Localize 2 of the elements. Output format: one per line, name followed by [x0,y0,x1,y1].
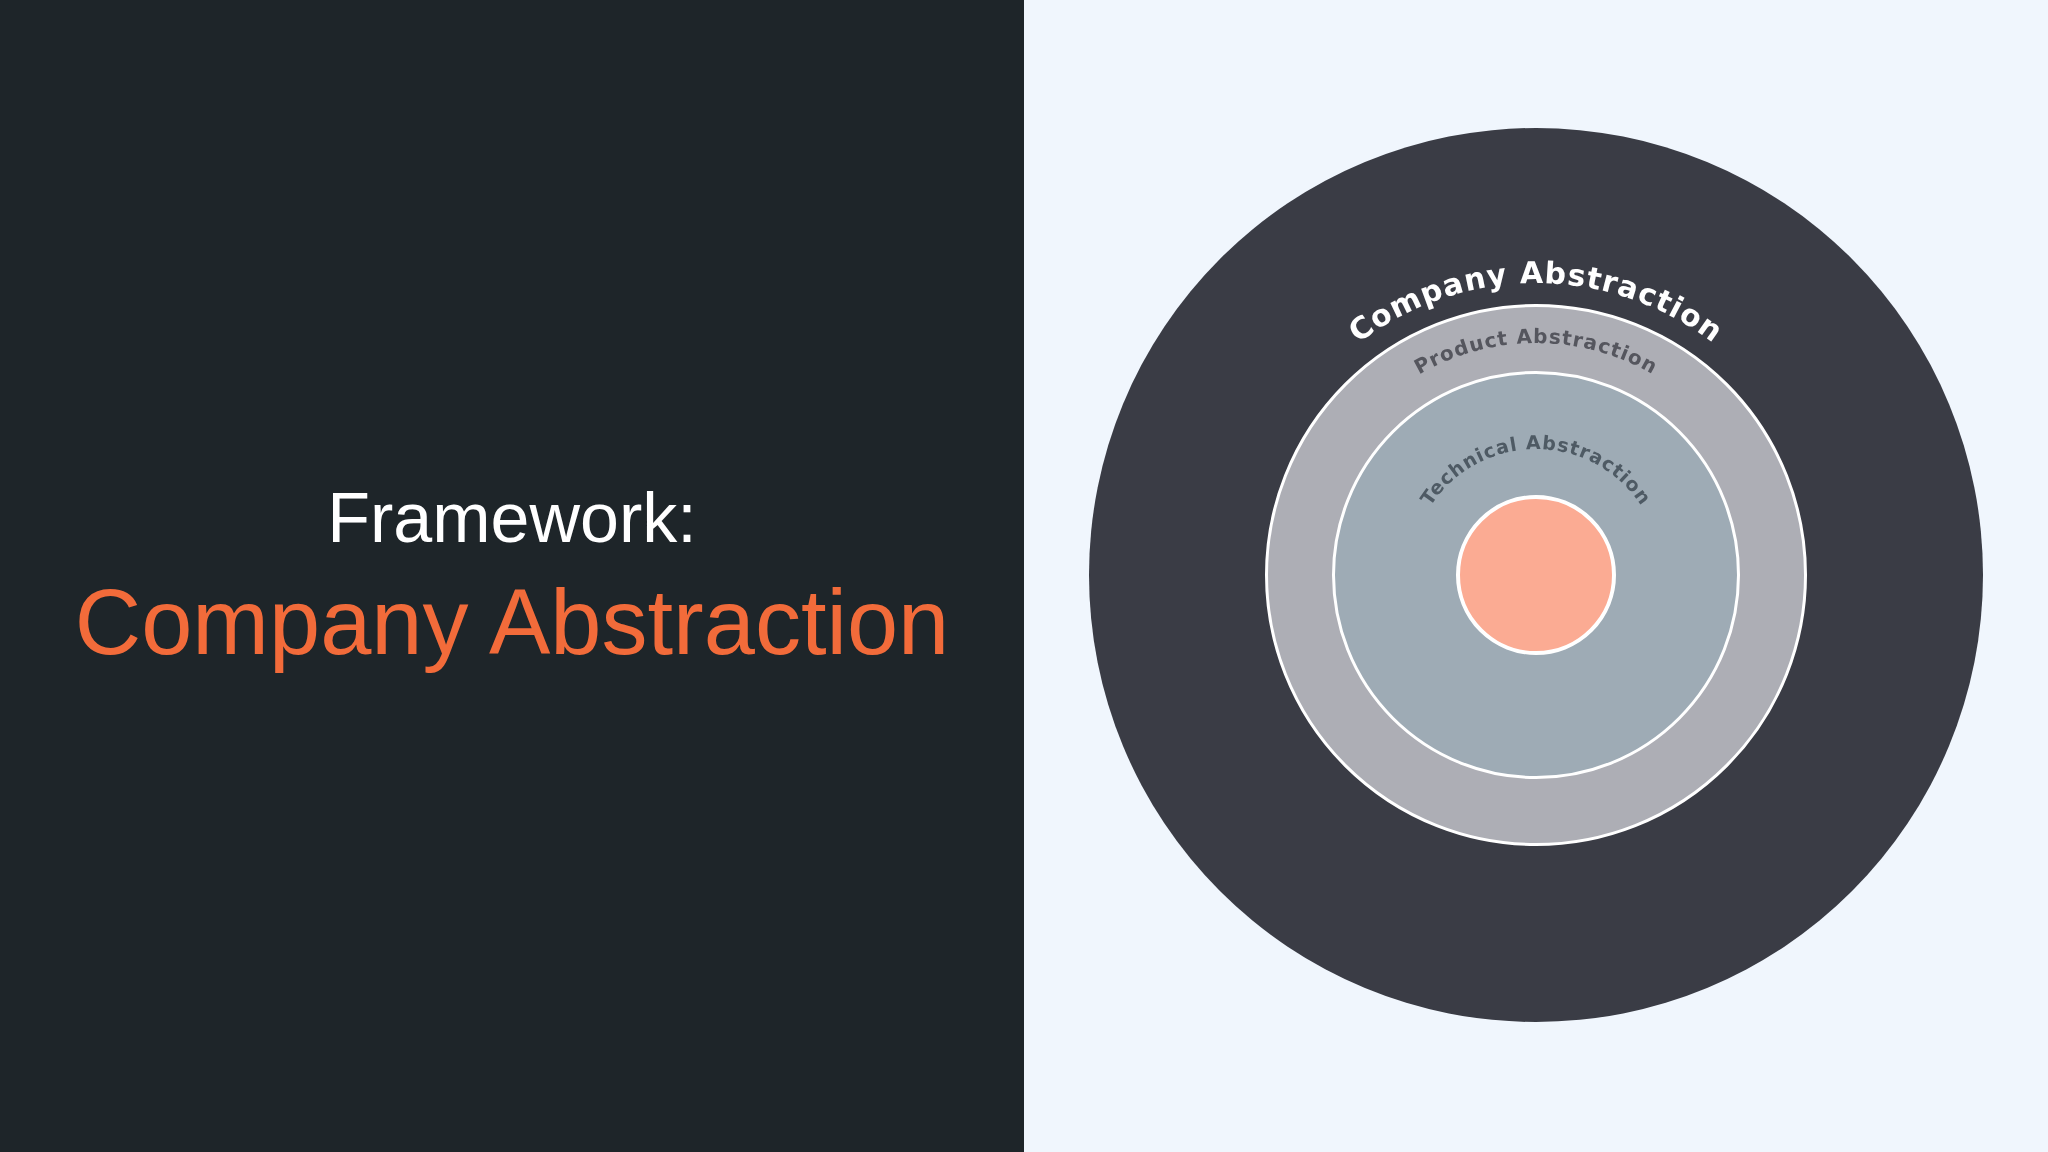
subtitle-text: Company Abstraction [73,570,951,675]
title-text: Framework: [326,478,698,558]
